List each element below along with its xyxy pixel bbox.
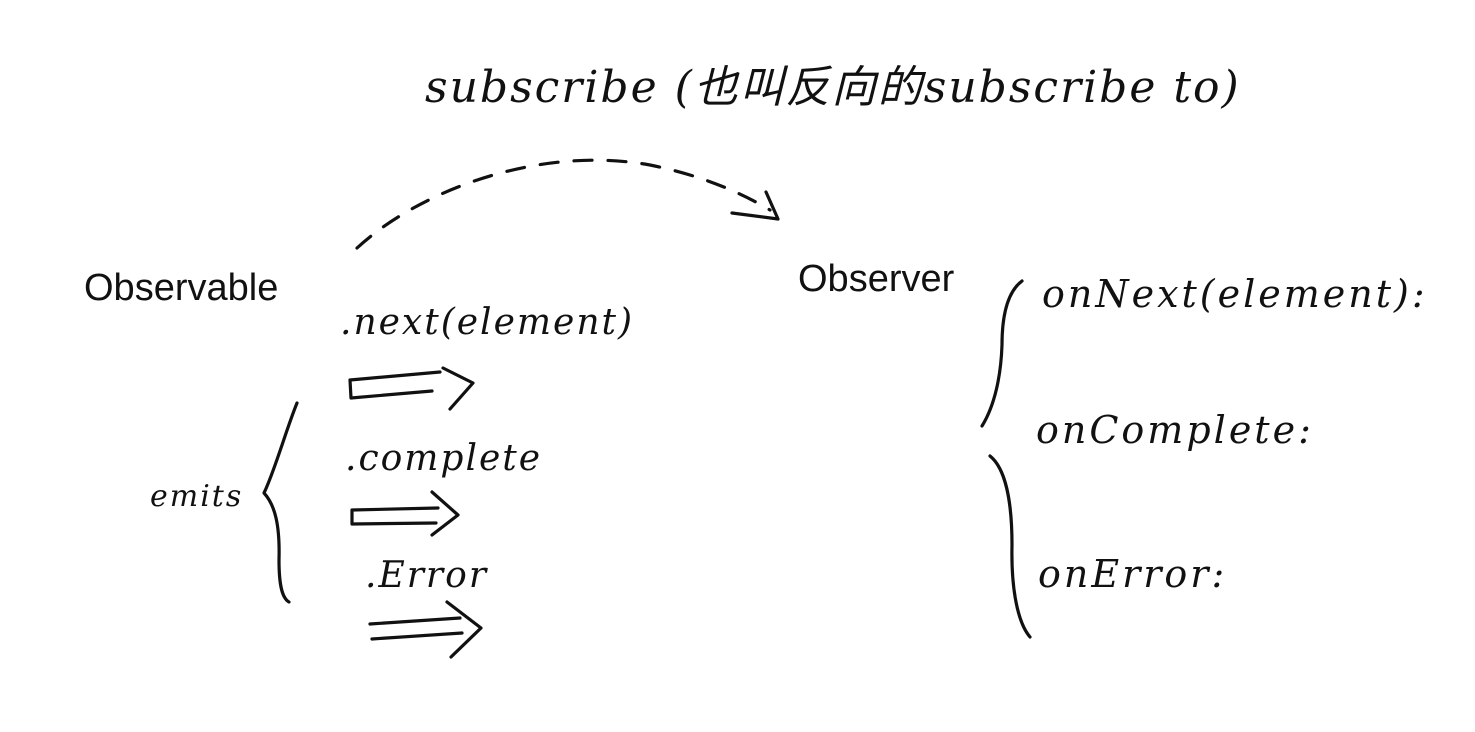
handler-label-onerror: onError: <box>1038 552 1227 596</box>
method-label-next: .next(element) <box>340 302 634 343</box>
subscribe-arrow-curve <box>355 158 772 250</box>
emits-label: emits <box>150 479 243 514</box>
method-label-error: .Error <box>365 555 488 596</box>
subscribe-caption: subscribe (也叫反向的subscribe to) <box>425 62 1241 113</box>
handler-label-oncomplete: onComplete: <box>1036 408 1314 452</box>
complete-double-arrow <box>350 490 460 537</box>
observable-label: Observable <box>84 267 278 309</box>
next-double-arrow <box>348 366 475 411</box>
error-double-arrow <box>368 600 483 659</box>
observer-label: Observer <box>798 258 955 300</box>
observer-brace-lower <box>988 454 1032 639</box>
handler-label-onnext: onNext(element): <box>1042 272 1428 316</box>
emits-brace <box>262 401 299 604</box>
subscribe-arrowhead <box>730 190 780 221</box>
observer-brace-upper <box>980 279 1024 428</box>
method-label-complete: .complete <box>345 438 542 479</box>
